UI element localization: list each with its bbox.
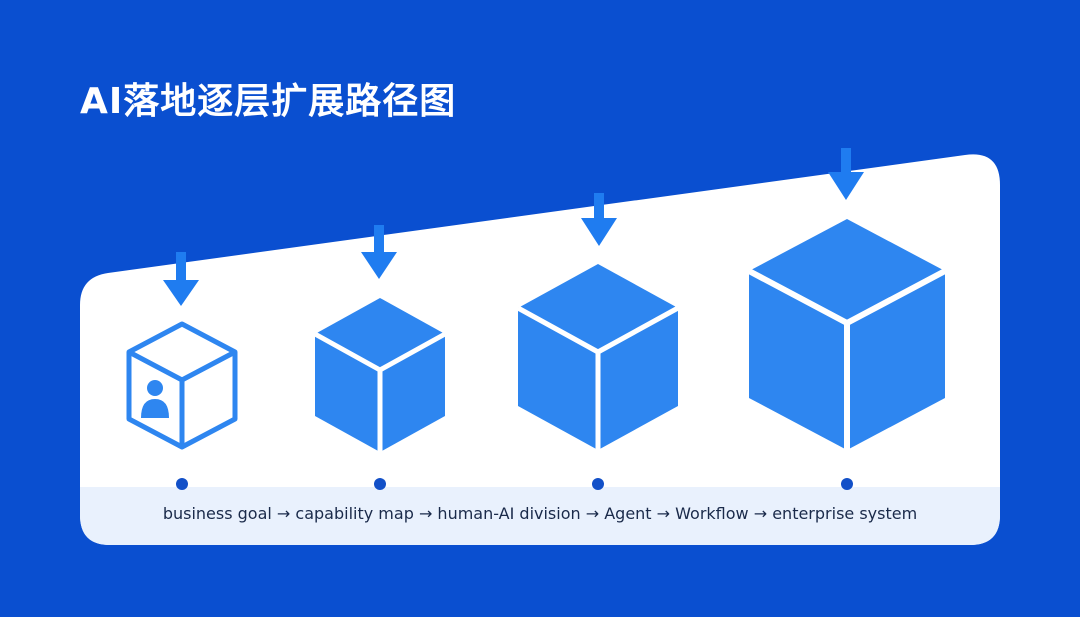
label-strip xyxy=(80,487,1000,545)
down-arrow-icon xyxy=(361,225,397,279)
page-title: AI落地逐层扩展路径图 xyxy=(80,81,457,122)
stage-dot xyxy=(374,478,386,490)
path-label: business goal → capability map → human-A… xyxy=(162,504,918,523)
person-cube-icon xyxy=(126,321,238,450)
stage-dot xyxy=(592,478,604,490)
person-icon xyxy=(141,380,169,418)
stage-dot xyxy=(841,478,853,490)
cube-icon xyxy=(747,219,947,450)
down-arrow-icon xyxy=(581,193,617,246)
down-arrow-icon xyxy=(163,252,199,306)
cube-icon xyxy=(313,298,447,452)
stage-dot xyxy=(176,478,188,490)
down-arrow-icon xyxy=(828,148,864,200)
cube-icon xyxy=(516,264,680,450)
